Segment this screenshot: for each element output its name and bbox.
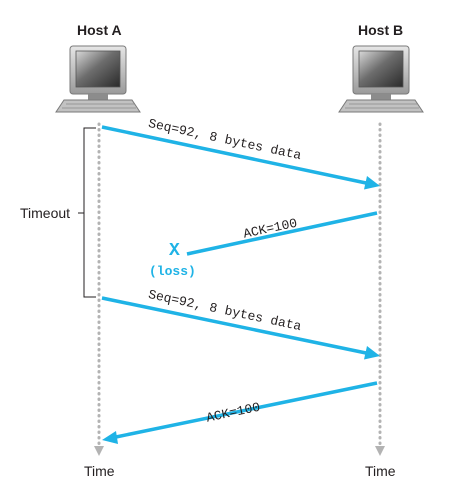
- loss-label: (loss): [149, 264, 196, 279]
- ack-arrow-lost: [186, 211, 378, 256]
- ack-arrowhead-2: [102, 431, 118, 444]
- host-b-time-label: Time: [365, 463, 396, 479]
- host-b-timeline-arrowhead: [375, 446, 385, 456]
- host-a-timeline-arrowhead: [94, 446, 104, 456]
- seq-arrow-2: [101, 296, 367, 355]
- host-a-label: Host A: [77, 22, 122, 38]
- host-a-time-label: Time: [84, 463, 115, 479]
- host-a-computer-icon: [55, 45, 141, 113]
- timeout-label: Timeout: [20, 205, 71, 221]
- seq-arrowhead-2: [364, 346, 380, 360]
- seq-arrowhead-1: [364, 176, 380, 190]
- ack-arrow-2: [115, 381, 378, 439]
- host-b-label: Host B: [358, 22, 404, 38]
- loss-x-mark: X: [169, 241, 180, 261]
- seq-arrow-1: [101, 125, 367, 185]
- timeout-bracket: [83, 127, 96, 298]
- host-b-computer-icon: [338, 45, 424, 113]
